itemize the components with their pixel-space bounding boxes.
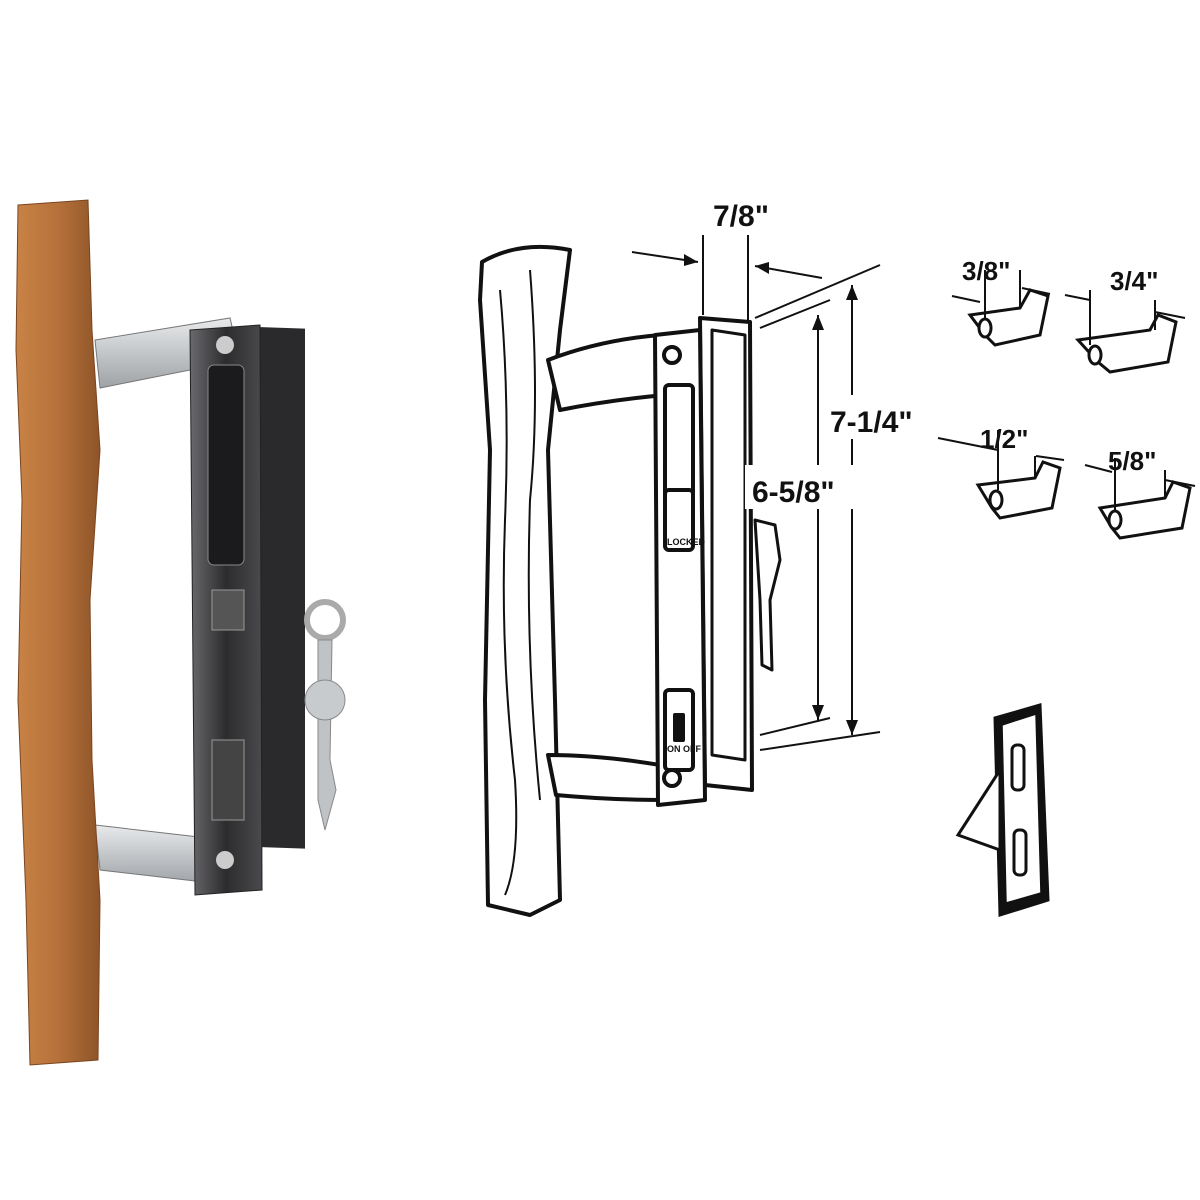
on-off-label: ON OFF	[667, 744, 701, 754]
dimension-hole-spacing: 6-5/8"	[752, 476, 835, 509]
keeper-3-4	[1064, 290, 1186, 374]
diagram-bracket-bottom	[546, 753, 667, 802]
handle-diagram	[478, 244, 782, 917]
dimension-lines	[631, 235, 881, 751]
key-icon	[304, 599, 346, 831]
keeper-label-3-8: 3/8"	[962, 256, 1010, 286]
diagram-key-icon	[753, 518, 782, 672]
dimension-depth: 7/8"	[713, 200, 769, 233]
keeper-5-8	[1084, 458, 1196, 540]
keeper-3-8	[951, 270, 1051, 347]
product-photo	[15, 199, 346, 1066]
keeper-label-5-8: 5/8"	[1108, 446, 1156, 476]
locked-label: LOCKED	[667, 537, 706, 547]
keeper-label-1-2: 1/2"	[980, 424, 1028, 454]
diagram-bracket-top	[546, 333, 667, 412]
keeper-label-3-4: 3/4"	[1110, 266, 1158, 296]
dimension-overall-height: 7-1/4"	[830, 406, 913, 439]
keeper-options	[937, 270, 1196, 540]
keeper-1-2	[937, 430, 1065, 520]
strike-plate	[955, 703, 1050, 918]
wooden-handle	[15, 199, 101, 1066]
diagram-wooden-handle	[478, 244, 572, 917]
